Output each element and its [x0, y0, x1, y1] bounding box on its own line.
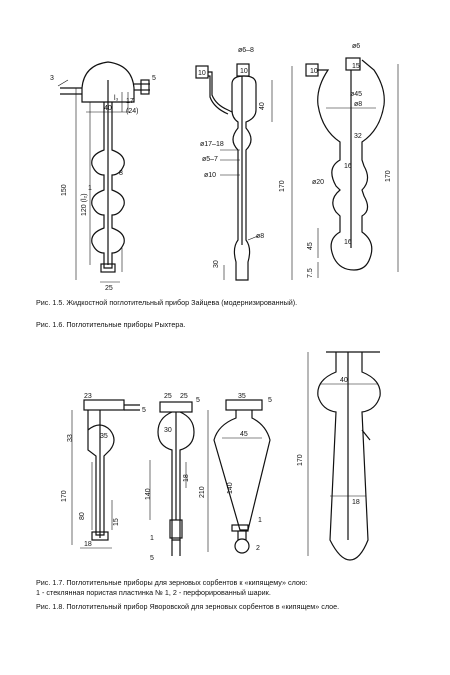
fig16b-dim-32: 32: [354, 133, 362, 140]
figure-1-7-absorber-c: [207, 399, 271, 554]
fig16a-dim-40: 40: [259, 102, 266, 110]
fig17a-dim-23: 23: [84, 393, 92, 400]
fig15-label-3: 3: [50, 75, 54, 82]
fig15-label-1: 1: [88, 185, 92, 192]
fig16a-dim-5-7: ø5–7: [202, 156, 218, 163]
fig17c-label-5: 5: [268, 397, 272, 404]
fig16a-dim-10a: 10: [198, 70, 206, 77]
fig16a-dim-30: 30: [213, 260, 220, 268]
fig16b-dim-15: 15: [352, 63, 360, 70]
fig17a-dim-35: 35: [100, 433, 108, 440]
fig17b-label-5a: 5: [196, 397, 200, 404]
fig15-dim-120: 120 (l₂): [81, 193, 88, 216]
fig18-dim-40: 40: [340, 377, 348, 384]
fig15-dim-40: 40: [104, 105, 112, 112]
fig15-label-5: 5: [152, 75, 156, 82]
caption-figure-1-7-line1: Рис. 1.7. Поглотительные приборы для зер…: [36, 578, 308, 587]
fig17b-dim-25b: 25: [180, 393, 188, 400]
fig17b-label-5b: 5: [150, 555, 154, 562]
fig16a-dim-8: ø8: [256, 233, 264, 240]
fig17b-dim-25a: 25: [164, 393, 172, 400]
fig17c-dim-45: 45: [240, 431, 248, 438]
fig17c-label-2: 2: [256, 545, 260, 552]
fig17c-dim-140: 140: [227, 482, 234, 494]
figure-1-6-richter-absorber-left: [195, 63, 293, 281]
figure-1-7-absorber-b: [149, 401, 195, 556]
fig16b-dim-45: ø45: [350, 91, 362, 98]
fig18-dim-170: 170: [297, 454, 304, 466]
fig17a-dim-15: 15: [113, 518, 120, 526]
fig16b-dim-20: ø20: [312, 179, 324, 186]
figure-1-6-richter-absorber-right: [305, 57, 399, 278]
fig17b-dim-18: 18: [183, 474, 190, 482]
fig16b-dim-45v: 45: [307, 242, 314, 250]
fig16a-dim-10b: 10: [240, 68, 248, 75]
fig16b-dim-10: 10: [310, 68, 318, 75]
fig16b-dim-7-5: 7.5: [307, 268, 314, 278]
figure-1-7-absorber-a: [71, 399, 140, 549]
fig17b-label-1: 1: [150, 535, 154, 542]
fig17a-dim-170: 170: [61, 490, 68, 502]
fig17c-dim-35: 35: [238, 393, 246, 400]
caption-figure-1-8: Рис. 1.8. Поглотительный прибор Яворовск…: [36, 602, 340, 611]
fig16a-dim-6-8: ø6–8: [238, 47, 254, 54]
fig15-dim-17: 17: [126, 98, 134, 105]
fig16b-dim-8: ø8: [354, 101, 362, 108]
fig15-dim-l3: l₃: [114, 95, 119, 102]
fig18-dim-18: 18: [352, 499, 360, 506]
fig17b-dim-30: 30: [164, 427, 172, 434]
caption-figure-1-6: Рис. 1.6. Поглотительные приборы Рыхтера…: [36, 320, 186, 329]
fig17c-dim-210: 210: [199, 486, 206, 498]
figure-1-5-zaitsev-absorber: [57, 61, 150, 283]
fig16a-dim-170: 170: [279, 180, 286, 192]
fig17b-dim-140: 140: [145, 488, 152, 500]
fig17a-dim-18: 18: [84, 541, 92, 548]
fig15-dim-150: 150: [61, 184, 68, 196]
fig17a-label-5: 5: [142, 407, 146, 414]
fig15-dim-25: 25: [105, 285, 113, 292]
figure-1-8-yavorovskaya-absorber: [307, 351, 381, 561]
fig17a-dim-80: 80: [79, 512, 86, 520]
caption-figure-1-7-line2: 1 - стеклянная пористая пластинка № 1, 2…: [36, 588, 271, 597]
fig16a-dim-17-18: ø17–18: [200, 141, 224, 148]
fig16a-dim-10: ø10: [204, 172, 216, 179]
fig15-label-8: 8: [119, 170, 123, 177]
fig15-dim-24: (24): [126, 108, 138, 115]
fig16b-dim-16a: 16: [344, 163, 352, 170]
caption-figure-1-5: Рис. 1.5. Жидкостной поглотительный приб…: [36, 298, 298, 307]
fig16b-dim-170: 170: [385, 170, 392, 182]
fig17a-dim-33: 33: [67, 434, 74, 442]
fig16b-dim-16b: 16: [344, 239, 352, 246]
fig16b-dim-6: ø6: [352, 43, 360, 50]
fig17c-label-1: 1: [258, 517, 262, 524]
